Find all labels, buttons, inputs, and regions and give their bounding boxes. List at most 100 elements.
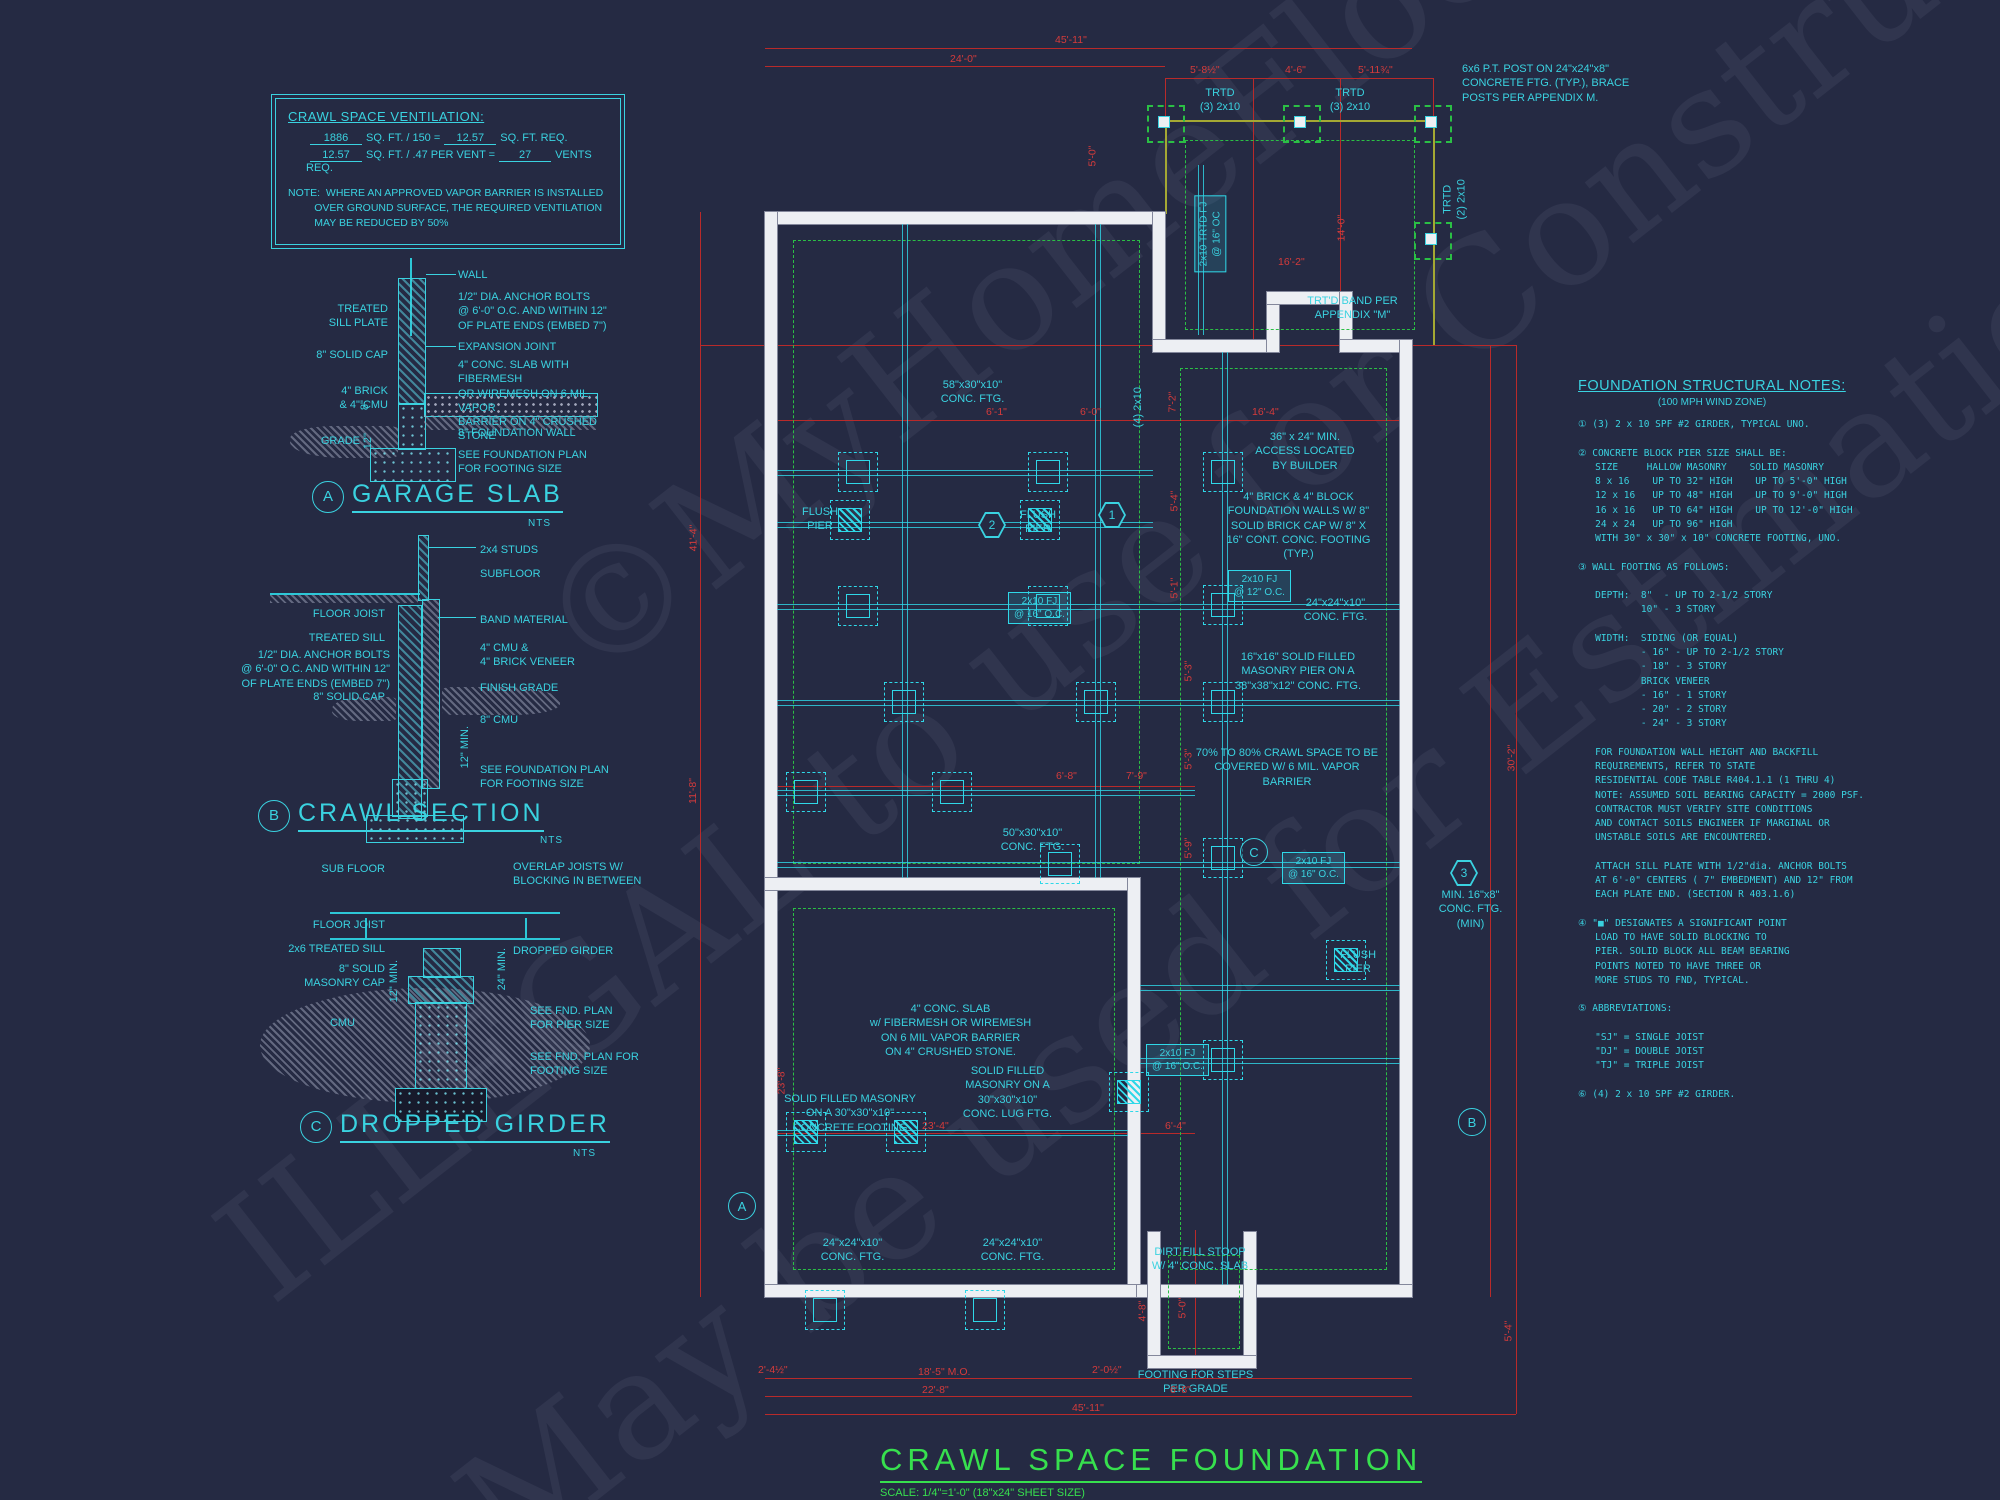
dimension-line	[765, 1378, 1412, 1379]
solid-masonry-pier	[886, 1112, 926, 1152]
stoop-wall	[1147, 1231, 1161, 1369]
ventilation-suffix-2: VENTS REQ.	[306, 149, 592, 174]
girder-beam	[1140, 985, 1400, 991]
detail-label: FLOOR JOIST	[312, 608, 385, 620]
detail-label: 8" SOLID CAP	[316, 349, 388, 361]
garage-band-line	[1433, 120, 1435, 345]
dimension-label: 41'-4"	[687, 524, 700, 552]
foundation-wall	[764, 877, 1141, 891]
dimension-label: 4'-8"	[1136, 1300, 1149, 1322]
dimension-label: 14'-0"	[1335, 214, 1348, 242]
footing-section	[395, 1088, 487, 1122]
foundation-structural-notes: FOUNDATION STRUCTURAL NOTES: (100 MPH WI…	[1578, 378, 1864, 1102]
plan-label: 50"x30"x10" CONC. FTG.	[1000, 827, 1065, 854]
dimension-label: 5'-11¾"	[1358, 64, 1393, 76]
detail-marker-c: C	[300, 1110, 332, 1143]
plan-label: TRT'D BAND PER APPENDIX "M"	[1307, 295, 1398, 322]
detail-label: 8" SOLID CAP	[313, 691, 385, 703]
dimension-label: 4'-6"	[1285, 64, 1306, 76]
detail-garage-slab: TREATED SILL PLATE 8" SOLID CAP 4" BRICK…	[250, 258, 630, 529]
pier	[884, 682, 924, 722]
brick-cmu-wall-hatch	[398, 278, 426, 405]
girder-beam	[1140, 1058, 1400, 1064]
detail-label: FINISH GRADE	[480, 682, 559, 694]
foundation-wall	[1136, 1284, 1413, 1298]
notes-title: FOUNDATION STRUCTURAL NOTES:	[1578, 378, 1846, 394]
joist-label: 2x10 FJ @ 16" O.C.	[1008, 592, 1071, 624]
section-marker-b: B	[1458, 1108, 1486, 1136]
lug-footing-pier	[1109, 1072, 1149, 1112]
dimension-label: 5'-1"	[1168, 577, 1181, 599]
foundation-wall	[1339, 339, 1413, 353]
detail-label: BAND MATERIAL	[480, 614, 568, 626]
footing-section	[370, 448, 456, 482]
leader-line	[438, 617, 476, 618]
pier	[1203, 682, 1243, 722]
joist-direction-line	[1198, 165, 1204, 335]
plan-label: 16"x16" SOLID FILLED MASONRY PIER ON A 3…	[1234, 651, 1362, 692]
foundation-wall	[764, 1284, 1141, 1298]
title-block: CRAWL SPACE FOUNDATION SCALE: 1/4"=1'-0"…	[880, 1442, 1423, 1500]
plan-label: (4) 2x10	[1131, 386, 1144, 428]
detail-label: DROPPED GIRDER	[513, 945, 614, 957]
flush-pier	[1020, 500, 1060, 540]
detail-dropped-girder: SUB FLOOR FLOOR JOIST 2x6 TREATED SILL 8…	[245, 858, 641, 1159]
flush-pier	[830, 500, 870, 540]
girder-beam	[777, 470, 1153, 476]
dimension-label: 5'-3"	[1182, 660, 1195, 682]
girder-beam	[777, 1130, 1128, 1136]
dimension-label: 24'-0"	[950, 53, 977, 65]
dimension-line	[1195, 1230, 1196, 1378]
dimension-label: 5'-4"	[1168, 490, 1181, 512]
detail-dim: 12"	[361, 433, 374, 450]
detail-title-text: GARAGE SLAB	[352, 480, 563, 513]
detail-title-garage-slab: A GARAGE SLAB	[312, 480, 563, 513]
dimension-line	[765, 1396, 1412, 1397]
detail-label: TREATED SILL	[308, 632, 385, 644]
dimension-line	[1516, 345, 1517, 1414]
detail-label: SUBFLOOR	[480, 568, 541, 580]
dimension-label: 6'-8"	[1056, 770, 1077, 782]
ventilation-area-value: 12.57	[310, 149, 362, 162]
girder-beam	[777, 862, 1400, 868]
girder-marker-2: 2	[978, 512, 1006, 538]
section-marker-c: C	[1240, 838, 1268, 866]
pier	[838, 452, 878, 492]
joist-label: 2x10 FJ @ 12" O.C.	[1228, 570, 1291, 602]
dimension-line	[765, 48, 1412, 49]
dimension-label: 6'-4"	[1165, 1120, 1186, 1132]
foundation-wall	[764, 211, 1166, 225]
ventilation-suffix-1: SQ. FT. REQ.	[500, 132, 568, 144]
dimension-line	[700, 345, 1516, 346]
plan-label: FOOTING FOR STEPS PER GRADE	[1137, 1369, 1254, 1396]
brick-veneer-hatch	[422, 599, 440, 789]
detail-label: 8" CMU	[480, 714, 519, 726]
detail-marker-b: B	[258, 799, 290, 832]
dimension-label: 7'-2"	[1166, 391, 1179, 413]
detail-label: 2x6 TREATED SILL	[288, 943, 385, 955]
pier	[932, 772, 972, 812]
sheet-title: CRAWL SPACE FOUNDATION	[880, 1442, 1423, 1483]
girder-beam	[1222, 352, 1228, 1285]
plan-label: TRTD (3) 2x10	[1199, 87, 1241, 114]
joist-break	[525, 918, 527, 938]
notes-subtitle: (100 MPH WIND ZONE)	[1657, 397, 1767, 408]
detail-marker-a: A	[312, 480, 344, 513]
detail-label: EXPANSION JOINT	[458, 341, 557, 353]
dimension-label: 22'-8"	[922, 1384, 949, 1396]
plan-label: 24"x24"x10" CONC. FTG.	[980, 1237, 1045, 1264]
finish-grade-hatch	[442, 687, 560, 715]
detail-label: SEE FOUNDATION PLAN FOR FOOTING SIZE	[480, 764, 609, 791]
girder-beam	[777, 604, 1400, 610]
detail-scale: NTS	[573, 1148, 596, 1159]
detail-label: 4" CONC. SLAB WITH FIBERMESH OR WIREMESH…	[458, 359, 597, 443]
dimension-label: 16'-2"	[1278, 256, 1305, 268]
plan-label-flush-pier: FLUSH PIER	[1019, 509, 1057, 536]
solid-masonry-pier	[786, 1112, 826, 1152]
plan-label-flush-pier: FLUSH PIER	[1339, 949, 1377, 976]
solid-masonry-cap	[408, 976, 474, 1004]
detail-label: 1/2" DIA. ANCHOR BOLTS @ 6'-0" O.C. AND …	[241, 649, 390, 690]
plan-label: SOLID FILLED MASONRY ON A 30"x30"x10" CO…	[784, 1093, 916, 1134]
notes-body: ① (3) 2 x 10 SPF #2 GIRDER, TYPICAL UNO.…	[1578, 419, 1864, 1100]
joist-label: 2x10 FJ @ 16" O.C.	[1146, 1044, 1209, 1076]
